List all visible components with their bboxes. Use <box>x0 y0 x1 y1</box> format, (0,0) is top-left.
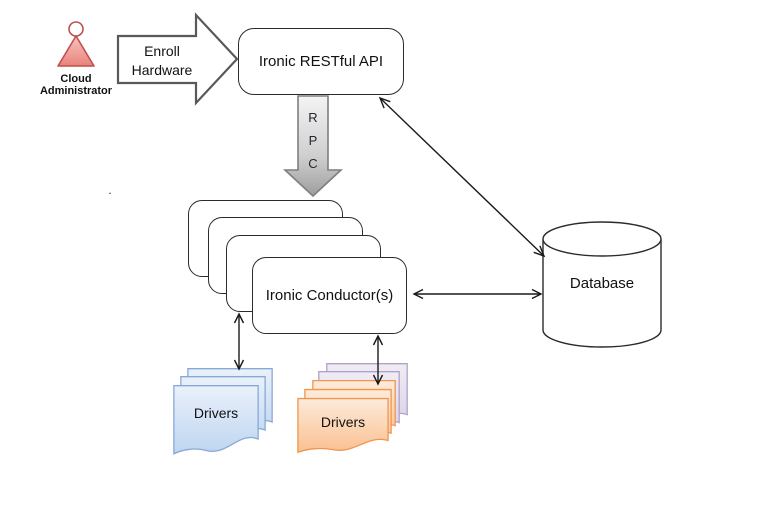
cloud-administrator-label: Cloud Administrator <box>39 73 113 97</box>
ironic-conductors-label: Ironic Conductor(s) <box>265 287 394 304</box>
ironic-conductors-box: Ironic Conductor(s) <box>252 257 407 334</box>
ironic-restful-api-box: Ironic RESTful API <box>238 28 404 95</box>
database-cylinder <box>542 221 662 348</box>
connector-arrows <box>233 96 546 386</box>
rpc-block-arrow-shape <box>282 95 344 198</box>
database-label: Database <box>569 275 635 293</box>
conductor-database-arrow <box>412 288 543 300</box>
ironic-restful-api-label: Ironic RESTful API <box>258 53 384 70</box>
conductor-drivers-left-arrow <box>233 312 245 371</box>
drivers-right-label: Drivers <box>320 414 366 431</box>
stray-dot: . <box>108 183 112 197</box>
rpc-label: R P C <box>308 110 318 171</box>
drivers-left-label: Drivers <box>193 405 239 422</box>
api-database-arrow <box>378 96 546 258</box>
enroll-block-arrow-shape <box>116 12 239 106</box>
enroll-hardware-label: Enroll Hardware <box>131 43 193 78</box>
conductor-drivers-right-arrow <box>372 334 384 386</box>
person-icon <box>57 21 95 67</box>
